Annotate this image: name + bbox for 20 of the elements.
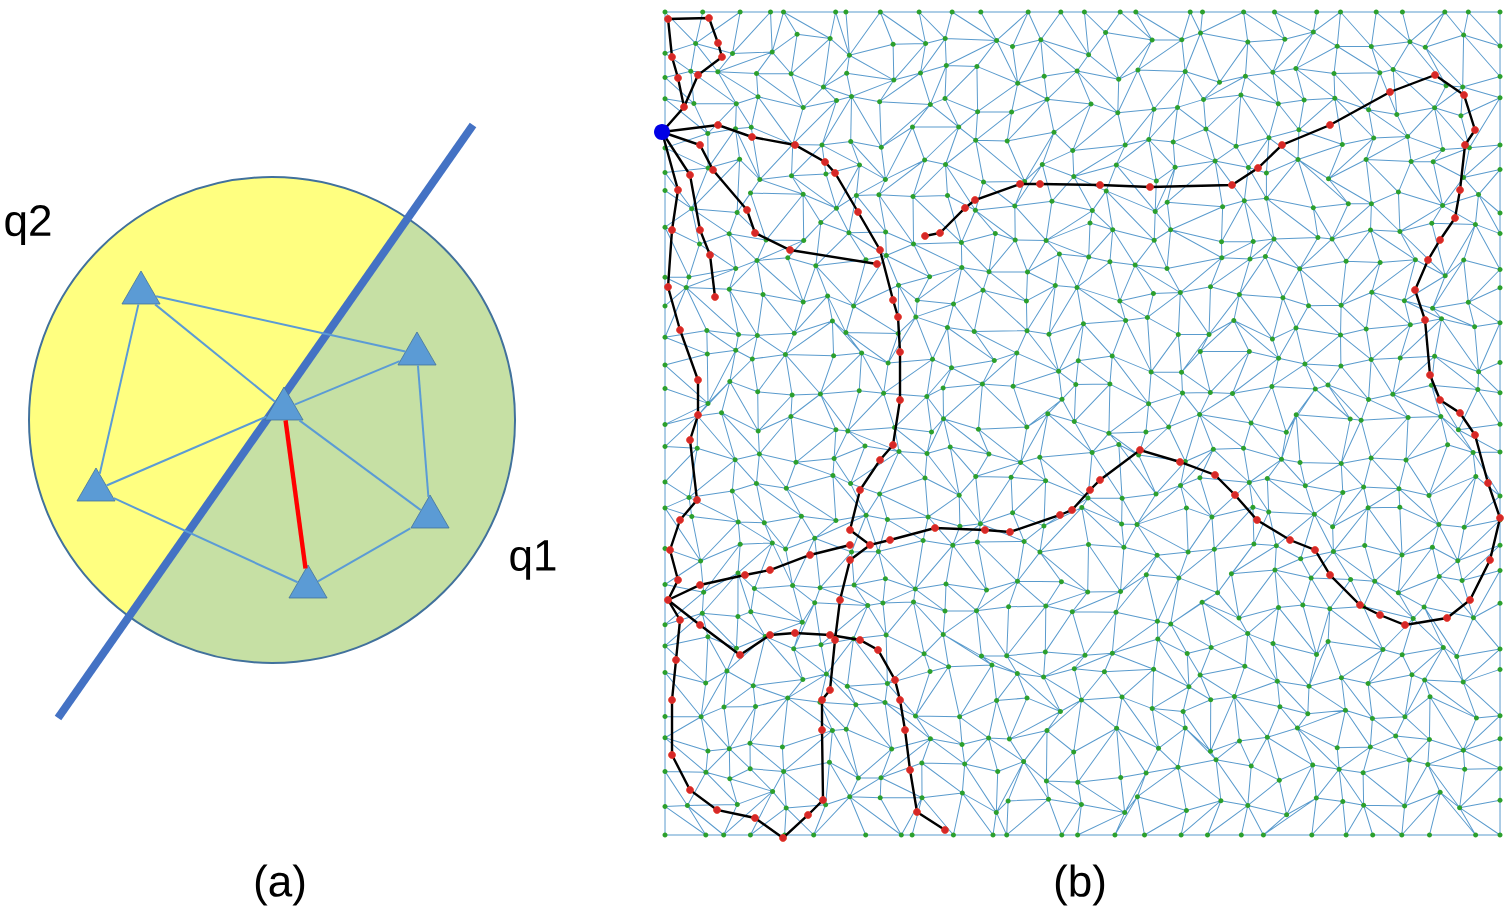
graph-edge	[298, 419, 422, 512]
panel-label: (a)	[255, 864, 305, 906]
graph-edge	[105, 415, 268, 487]
triangle-marker	[264, 386, 304, 421]
graph-edge	[283, 420, 308, 569]
graph-edge	[155, 295, 407, 353]
panel-label: (b)	[1055, 864, 1105, 906]
region-label: q2	[5, 205, 51, 245]
graph-edge	[316, 527, 412, 583]
triangle-marker	[121, 270, 161, 305]
graph-edge	[154, 303, 277, 403]
triangle-marker	[397, 331, 437, 366]
graph-edge	[293, 360, 401, 406]
region-label: q1	[510, 540, 556, 580]
triangle-marker	[410, 494, 450, 529]
graph-edge	[98, 303, 140, 475]
graph-edge	[416, 364, 430, 498]
graph-edge	[112, 497, 299, 584]
triangle-marker	[288, 564, 328, 599]
triangle-marker	[76, 467, 116, 502]
